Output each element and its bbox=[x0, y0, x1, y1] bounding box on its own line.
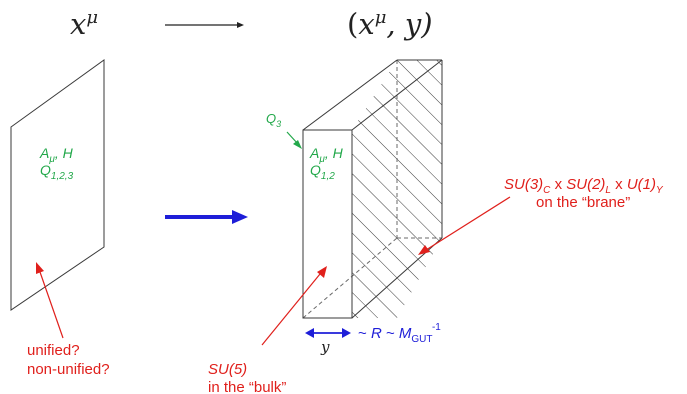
non-unified-question-label: non-unified? bbox=[27, 361, 110, 378]
brane-pointer-arrow bbox=[418, 196, 511, 255]
q3-arrow bbox=[286, 131, 302, 149]
right-brane-fields-quarks: Q1,2 bbox=[310, 162, 335, 182]
header-right-coordinates: (xμ, y) bbox=[347, 7, 433, 41]
q3-label: Q3 bbox=[266, 111, 281, 129]
left-brane-fields-quarks: Q1,2,3 bbox=[40, 162, 74, 182]
bulk-slab bbox=[302, 59, 443, 319]
header-arrow bbox=[165, 22, 244, 28]
unified-question-label: unified? bbox=[27, 342, 80, 359]
extra-dimension-arrow bbox=[305, 328, 351, 338]
bulk-pointer-arrow bbox=[261, 266, 327, 346]
bulk-location-label: in the “bulk” bbox=[208, 379, 286, 394]
brane-gauge-group-label: SU(3)C x SU(2)L x U(1)Y bbox=[504, 176, 664, 196]
left-brane bbox=[10, 59, 105, 311]
extra-dimension-y-label: y bbox=[320, 338, 330, 356]
brane-location-label: on the “brane” bbox=[536, 194, 630, 211]
transition-arrow bbox=[165, 210, 248, 224]
unified-pointer-arrow bbox=[36, 262, 64, 339]
left-brane-fields-gauge-higgs: Aμ, H bbox=[39, 145, 74, 165]
bulk-gauge-group-label: SU(5) bbox=[208, 361, 247, 378]
right-brane-fields-gauge-higgs: Aμ, H bbox=[309, 145, 344, 165]
header-left-coordinate: xμ bbox=[70, 7, 98, 41]
compactification-scale-label: ~ R ~ MGUT-1 bbox=[358, 322, 441, 345]
